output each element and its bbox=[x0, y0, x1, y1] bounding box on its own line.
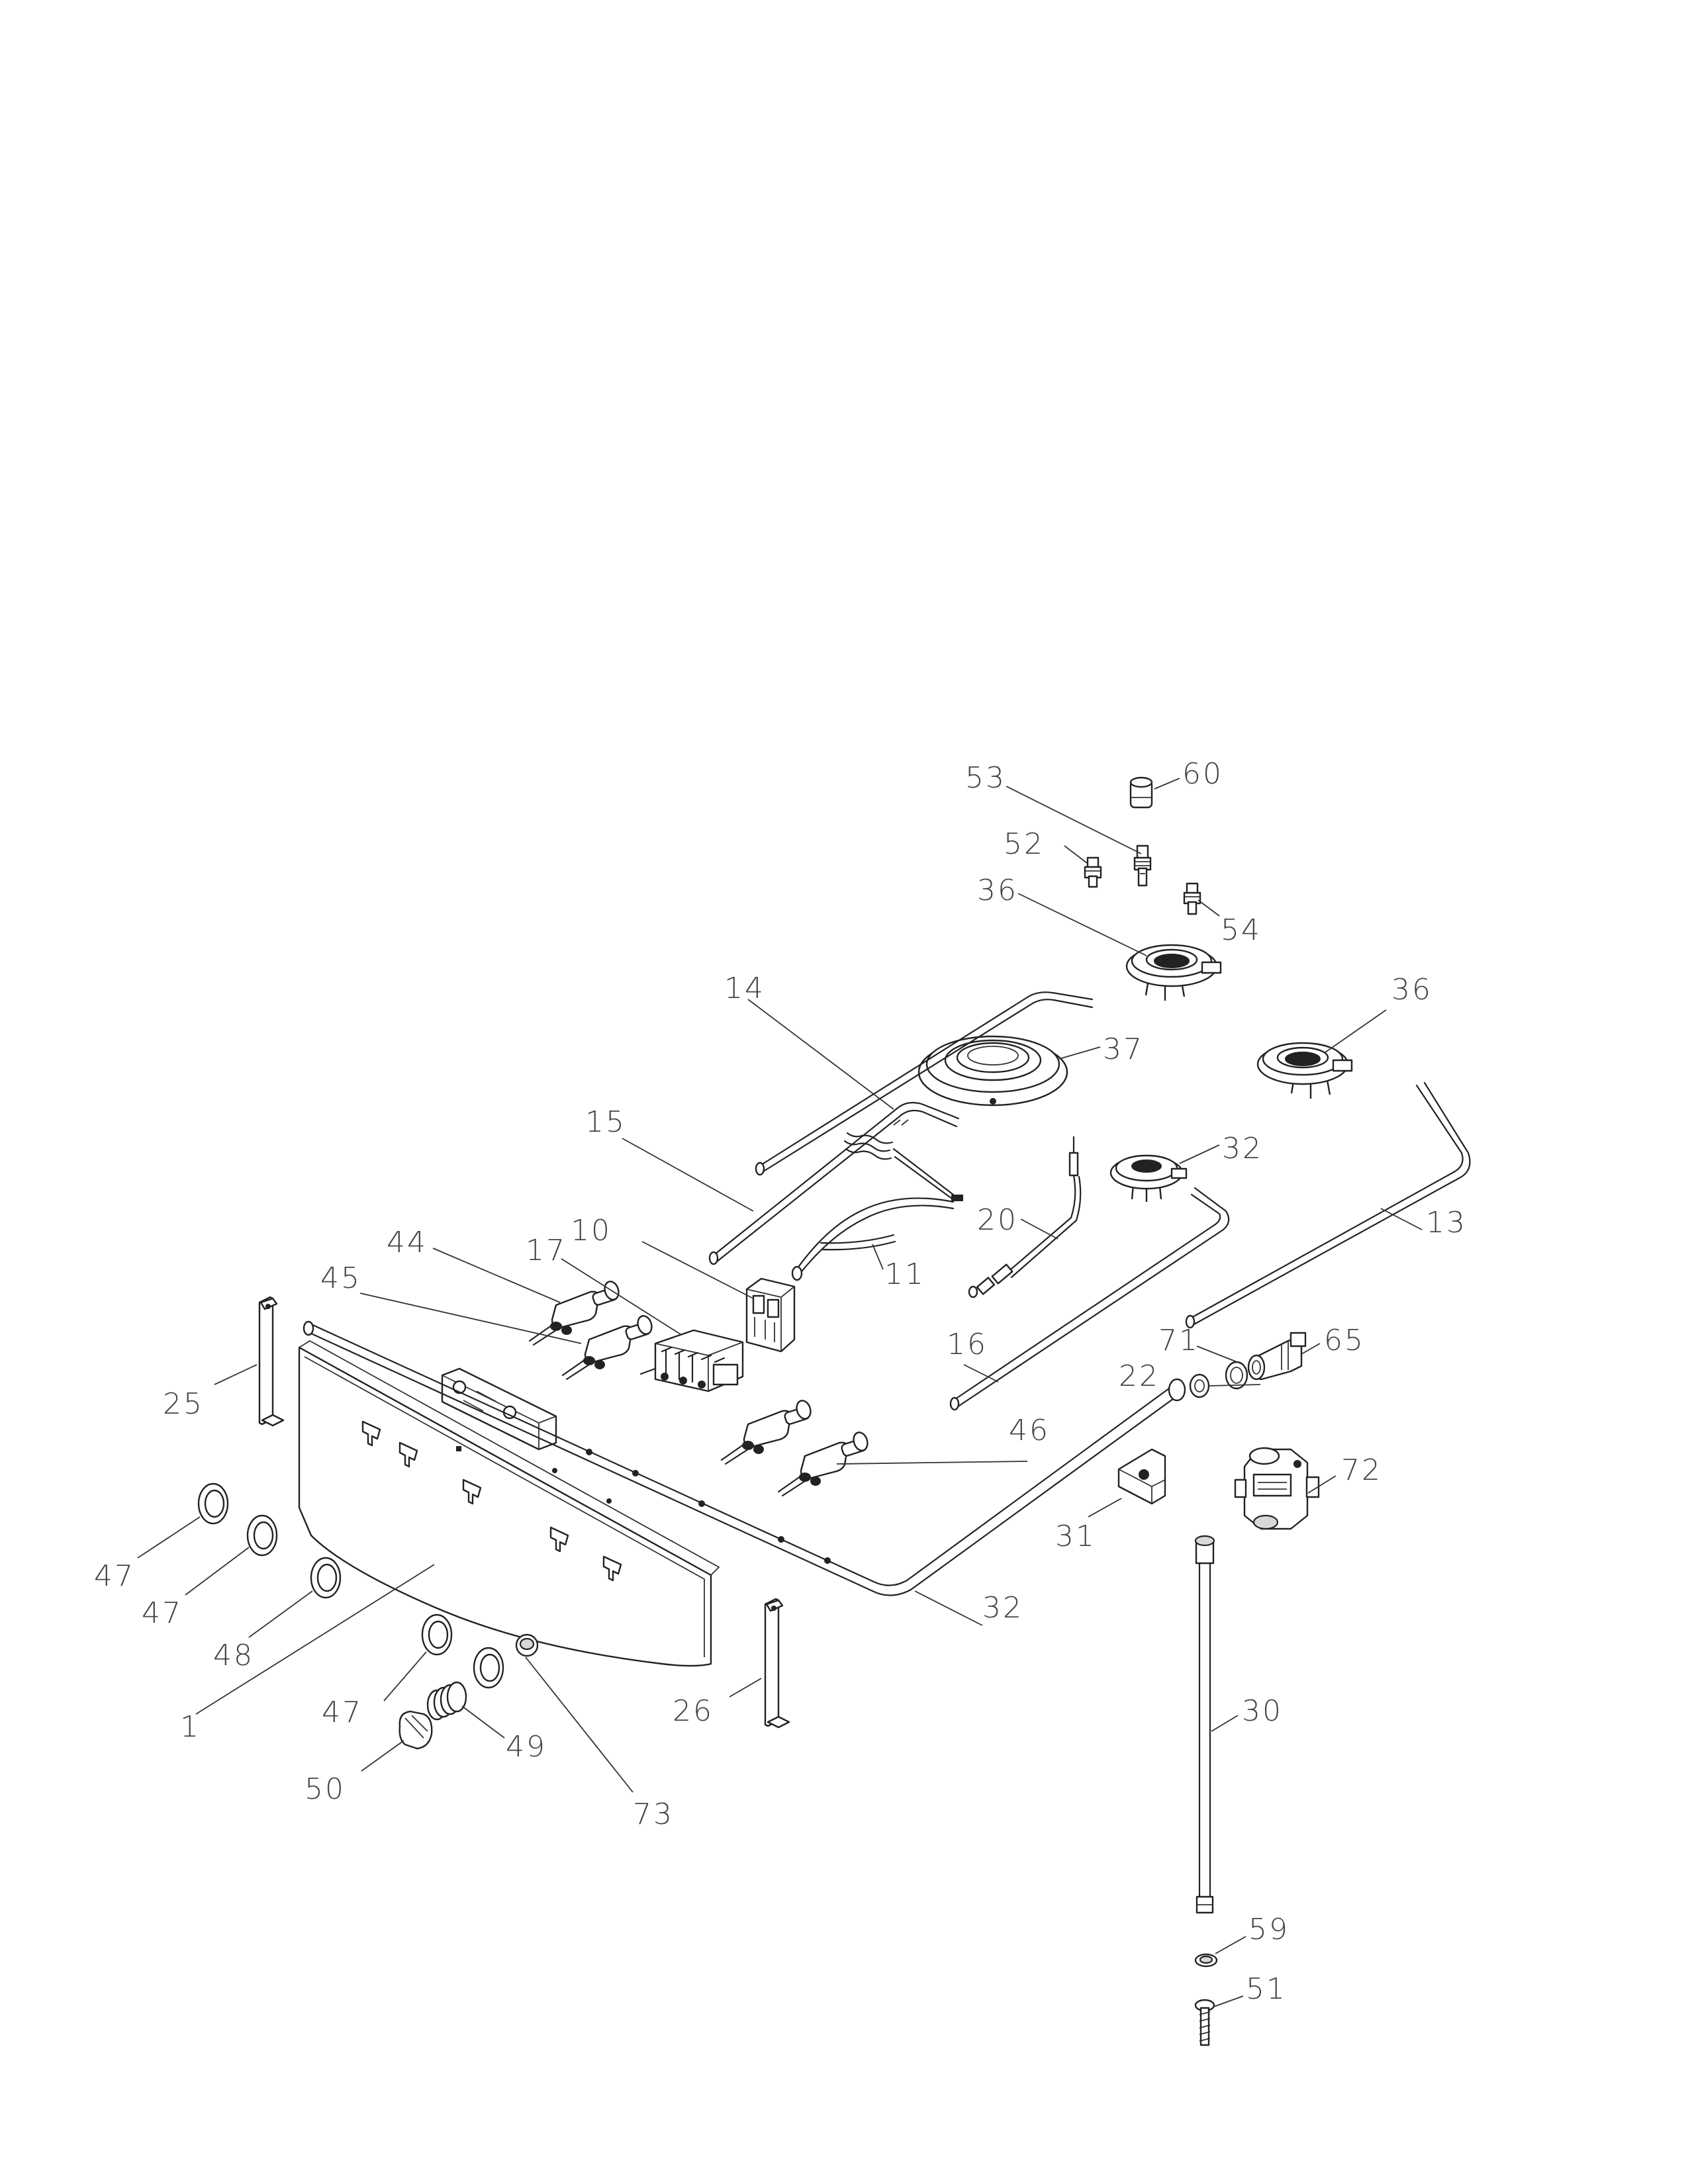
callout-52: 53 bbox=[965, 761, 1006, 795]
part-47-bezel-c bbox=[421, 1614, 453, 1656]
callout-60: 51 bbox=[1246, 1972, 1287, 2006]
callout-50: 50 bbox=[305, 1772, 346, 1806]
part-25-side-bracket bbox=[258, 1296, 285, 1427]
part-50-knob bbox=[399, 1710, 433, 1750]
callout-53: 54 bbox=[1221, 913, 1262, 947]
callout-36a: 36 bbox=[977, 874, 1018, 907]
part-1-control-panel bbox=[298, 1340, 720, 1667]
callout-labels: 60 53 52 36 54 36 14 37 32 15 13 11 20 1… bbox=[94, 757, 1467, 2006]
callout-48: 48 bbox=[213, 1639, 254, 1672]
part-14-gas-tube bbox=[755, 991, 1094, 1176]
callout-72: 72 bbox=[1341, 1453, 1382, 1487]
callout-16: 16 bbox=[947, 1328, 988, 1361]
part-10-terminal-block bbox=[745, 1277, 796, 1353]
part-54-cap bbox=[1129, 776, 1153, 809]
part-46-gas-valve bbox=[777, 1432, 868, 1497]
leader-lines bbox=[137, 778, 1423, 2007]
callout-22: 22 bbox=[1119, 1359, 1160, 1393]
callout-10: 10 bbox=[571, 1214, 612, 1248]
callout-71: 71 bbox=[1158, 1324, 1199, 1357]
callout-37: 37 bbox=[1103, 1032, 1144, 1066]
part-16-gas-tube bbox=[949, 1187, 1230, 1411]
callout-44: 44 bbox=[387, 1226, 428, 1259]
part-11-wiring-harness bbox=[791, 1119, 963, 1281]
part-47-bezel-a bbox=[197, 1482, 229, 1525]
part-bezel-d bbox=[473, 1647, 504, 1689]
part-60-screw bbox=[1194, 1999, 1215, 2046]
callout-25: 25 bbox=[163, 1387, 204, 1421]
callout-59: 65 bbox=[1324, 1324, 1365, 1357]
part-26-side-bracket bbox=[764, 1598, 790, 1729]
part-13-gas-tube bbox=[1185, 1081, 1471, 1329]
callout-47b: 47 bbox=[142, 1596, 183, 1630]
part-31-bracket bbox=[1117, 1448, 1166, 1505]
part-53-injector bbox=[1183, 882, 1201, 915]
part-35-burner-base-small bbox=[1109, 1154, 1188, 1202]
callout-20: 20 bbox=[977, 1203, 1018, 1237]
callout-17: 17 bbox=[526, 1234, 567, 1267]
callout-26: 26 bbox=[673, 1694, 714, 1728]
callout-14: 14 bbox=[724, 972, 765, 1005]
callout-49: 49 bbox=[506, 1730, 547, 1764]
callout-30: 30 bbox=[1242, 1694, 1283, 1728]
part-32-gas-manifold bbox=[303, 1320, 1186, 1596]
callout-47c: 47 bbox=[322, 1696, 363, 1729]
part-65-seal bbox=[1194, 1953, 1218, 1968]
part-20-thermocouple bbox=[968, 1136, 1082, 1298]
callout-46: 46 bbox=[1009, 1414, 1050, 1447]
callout-32: 32 bbox=[982, 1591, 1023, 1625]
part-51-injector bbox=[1084, 856, 1102, 888]
part-22-nut bbox=[1189, 1373, 1210, 1398]
part-gas-valve-center bbox=[720, 1400, 812, 1465]
part-15-gas-tube bbox=[708, 1102, 960, 1265]
callout-13: 13 bbox=[1426, 1206, 1467, 1240]
callout-35: 32 bbox=[1222, 1132, 1263, 1165]
callout-11: 11 bbox=[884, 1257, 925, 1291]
part-49-spring bbox=[426, 1681, 467, 1721]
part-73-plug bbox=[515, 1633, 539, 1657]
callout-65: 59 bbox=[1248, 1913, 1289, 1946]
part-48-bezel bbox=[310, 1557, 342, 1599]
callout-51: 52 bbox=[1004, 827, 1045, 861]
callout-73: 73 bbox=[633, 1797, 674, 1831]
part-59-elbow bbox=[1247, 1332, 1307, 1381]
part-37-burner-base-large bbox=[917, 1035, 1068, 1107]
part-71-washer bbox=[1225, 1361, 1248, 1390]
callout-31: 31 bbox=[1055, 1520, 1096, 1553]
part-52-injector bbox=[1133, 844, 1152, 887]
part-72-regulator bbox=[1234, 1447, 1320, 1530]
part-36-burner-base-a bbox=[1125, 944, 1222, 1001]
callout-15: 15 bbox=[585, 1105, 626, 1139]
part-30-supply-pipe bbox=[1194, 1535, 1215, 1914]
part-36-burner-base-b bbox=[1256, 1042, 1353, 1099]
callout-1: 1 bbox=[180, 1710, 201, 1744]
part-17-selector-switch bbox=[639, 1329, 744, 1392]
part-47-bezel-b bbox=[246, 1514, 278, 1557]
callout-54: 60 bbox=[1182, 757, 1223, 791]
callout-45: 45 bbox=[320, 1261, 361, 1295]
callout-47a: 47 bbox=[94, 1559, 135, 1593]
callout-36b: 36 bbox=[1391, 973, 1432, 1007]
part-45-gas-valve bbox=[561, 1315, 653, 1381]
